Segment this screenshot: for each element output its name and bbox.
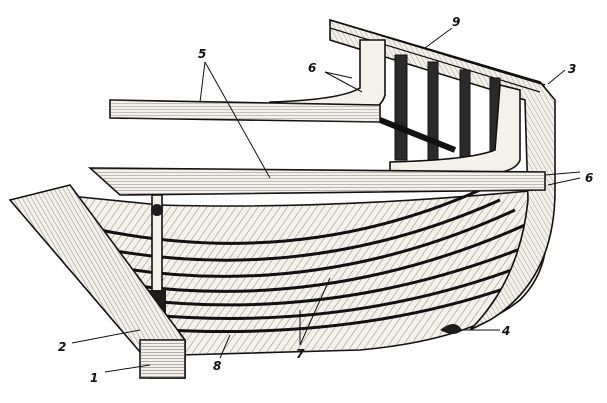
hull-side-shell — [329, 18, 556, 331]
keel-and-keelson — [8, 184, 186, 379]
label-9: 9 — [452, 15, 460, 29]
keel-fitting-4 — [440, 324, 462, 334]
label-2: 2 — [58, 340, 66, 354]
label-1: 1 — [90, 371, 98, 385]
label-5: 5 — [198, 47, 206, 61]
label-6a: 6 — [308, 61, 316, 75]
label-3: 3 — [568, 62, 576, 76]
label-4: 4 — [501, 324, 510, 338]
label-8: 8 — [213, 359, 221, 373]
label-6b: 6 — [585, 171, 593, 185]
leader-lines — [71, 27, 581, 373]
lower-deck-beam — [87, 167, 546, 196]
number-labels: 1 2 3 4 5 6 6 7 8 9 — [58, 15, 593, 385]
upper-deck-beam — [109, 99, 381, 123]
label-7: 7 — [296, 347, 305, 361]
